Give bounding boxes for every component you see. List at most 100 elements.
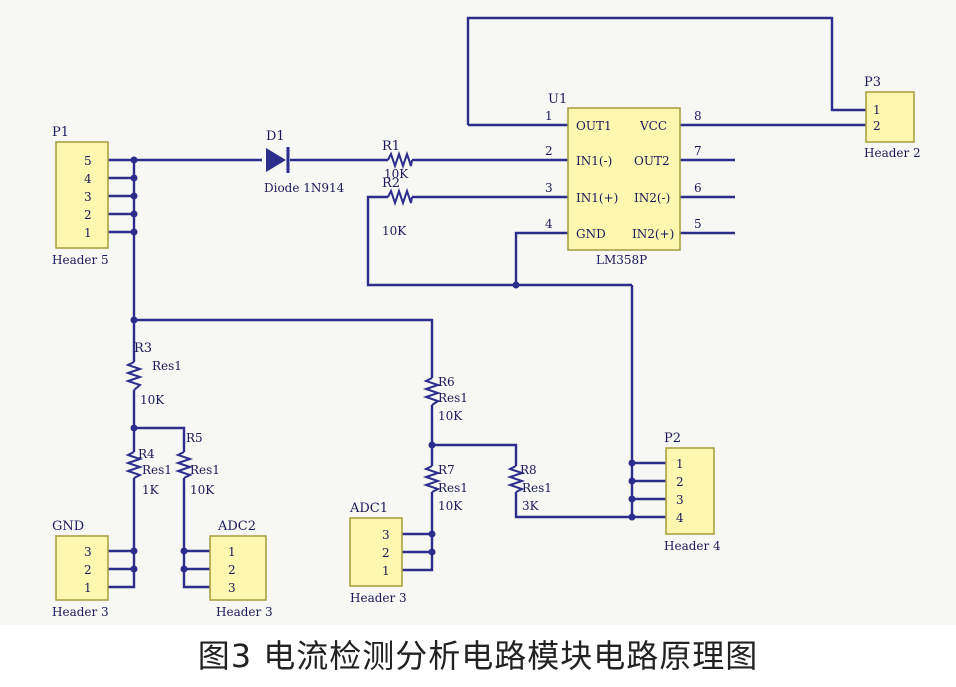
connector-p3-ref: P3 bbox=[864, 75, 881, 90]
resistor-r5: R5 Res1 10K bbox=[174, 431, 220, 497]
resistor-zigzag bbox=[387, 150, 413, 170]
connector-p3: P3 1 2 Header 2 bbox=[864, 75, 921, 160]
junction-dot bbox=[628, 513, 636, 521]
ic-u1: U1 LM358P 1 2 3 4 OUT1 IN1(-) IN1(+) GND… bbox=[545, 92, 702, 267]
resistor-r8-value: 3K bbox=[522, 499, 540, 513]
pin-name: IN2(+) bbox=[632, 227, 674, 241]
diode-d1-ref: D1 bbox=[266, 129, 285, 144]
resistor-r6-value: 10K bbox=[438, 409, 463, 423]
pin-num: 2 bbox=[873, 119, 881, 133]
wires bbox=[108, 16, 866, 589]
connector-p2: P2 1 2 3 4 Header 4 bbox=[664, 431, 721, 553]
pin-num: 8 bbox=[694, 109, 702, 123]
pin-num: 2 bbox=[545, 144, 553, 158]
wire-u1-right-pins bbox=[680, 158, 735, 235]
connector-p2-body bbox=[665, 447, 715, 535]
junction-dot bbox=[628, 495, 636, 503]
pin-num: 3 bbox=[84, 190, 92, 204]
junctions bbox=[130, 156, 636, 573]
diode-d1-type: Diode 1N914 bbox=[264, 181, 345, 195]
resistor-r3-value: 10K bbox=[140, 393, 165, 407]
connector-adc1-body bbox=[349, 517, 403, 587]
pin-num: 4 bbox=[676, 511, 684, 525]
junction-dot bbox=[130, 210, 138, 218]
resistor-r6: R6 Res1 10K bbox=[422, 375, 468, 423]
junction-dot bbox=[628, 477, 636, 485]
wire-r2-loop bbox=[366, 195, 632, 287]
connector-p1-type: Header 5 bbox=[52, 253, 109, 267]
connector-p2-type: Header 4 bbox=[664, 539, 721, 553]
pin-num: 2 bbox=[676, 475, 684, 489]
resistor-r7-type: Res1 bbox=[438, 481, 468, 495]
pin-num: 3 bbox=[228, 581, 236, 595]
connector-gnd-type: Header 3 bbox=[52, 605, 109, 619]
connector-p1-ref: P1 bbox=[52, 125, 69, 140]
wire-r5-to-adc2 bbox=[182, 478, 210, 589]
connector-p1: P1 5 4 3 2 1 Header 5 bbox=[52, 125, 109, 267]
pin-name: OUT1 bbox=[576, 119, 612, 133]
pin-num: 2 bbox=[382, 546, 390, 560]
pin-num: 3 bbox=[84, 545, 92, 559]
junction-dot bbox=[130, 424, 138, 432]
connector-gnd-ref: GND bbox=[52, 519, 84, 534]
resistor-r6-type: Res1 bbox=[438, 391, 468, 405]
wire-out1-to-p3 bbox=[466, 16, 866, 125]
connector-p3-type: Header 2 bbox=[864, 146, 921, 160]
pin-num: 6 bbox=[694, 181, 702, 195]
connector-p2-ref: P2 bbox=[664, 431, 681, 446]
resistor-r4-value: 1K bbox=[142, 483, 160, 497]
pin-num: 1 bbox=[84, 226, 92, 240]
wire-to-r6 bbox=[134, 318, 434, 378]
resistor-r4-ref: R4 bbox=[138, 447, 155, 461]
resistor-r4-type: Res1 bbox=[142, 463, 172, 477]
pin-num: 4 bbox=[545, 217, 553, 231]
wire-p1-pins bbox=[108, 176, 134, 234]
junction-dot bbox=[130, 565, 138, 573]
wire-r4-to-gnd bbox=[108, 478, 136, 589]
resistor-r3: R3 Res1 10K bbox=[124, 341, 182, 407]
pin-num: 3 bbox=[676, 493, 684, 507]
pin-num: 1 bbox=[228, 545, 236, 559]
junction-dot bbox=[180, 565, 188, 573]
connector-adc2-ref: ADC2 bbox=[217, 519, 256, 534]
resistor-zigzag bbox=[506, 465, 526, 493]
pin-num: 7 bbox=[694, 144, 702, 158]
junction-dot bbox=[428, 441, 436, 449]
resistor-r8: R8 Res1 3K bbox=[506, 463, 552, 513]
pin-name: OUT2 bbox=[634, 154, 670, 168]
wire-r3-to-r5 bbox=[132, 390, 186, 452]
pin-num: 2 bbox=[84, 563, 92, 577]
resistor-r3-ref: R3 bbox=[134, 341, 152, 356]
ic-u1-body bbox=[567, 107, 681, 251]
resistor-r8-type: Res1 bbox=[522, 481, 552, 495]
connector-gnd-body bbox=[55, 535, 109, 601]
junction-dot bbox=[428, 530, 436, 538]
connector-gnd: GND 3 2 1 Header 3 bbox=[52, 519, 109, 619]
pin-num: 1 bbox=[382, 564, 390, 578]
junction-dot bbox=[180, 547, 188, 555]
junction-dot bbox=[130, 192, 138, 200]
resistor-zigzag bbox=[422, 377, 442, 406]
junction-dot bbox=[130, 156, 138, 164]
pin-num: 1 bbox=[545, 109, 553, 123]
connector-adc1-ref: ADC1 bbox=[349, 501, 388, 516]
pin-num: 1 bbox=[873, 103, 881, 117]
pin-num: 4 bbox=[84, 172, 92, 186]
junction-dot bbox=[428, 548, 436, 556]
resistor-r3-type: Res1 bbox=[152, 359, 182, 373]
resistor-zigzag bbox=[174, 451, 194, 479]
pin-num: 3 bbox=[382, 528, 390, 542]
connector-adc1: ADC1 3 2 1 Header 3 bbox=[349, 501, 407, 605]
ic-u1-ref: U1 bbox=[548, 92, 567, 107]
connector-adc2: ADC2 1 2 3 Header 3 bbox=[209, 519, 273, 619]
pin-num: 1 bbox=[84, 581, 92, 595]
diode-triangle bbox=[266, 148, 286, 172]
pin-name: IN1(+) bbox=[576, 191, 618, 205]
pin-num: 2 bbox=[84, 208, 92, 222]
resistor-r7-value: 10K bbox=[438, 499, 463, 513]
resistor-r5-value: 10K bbox=[190, 483, 215, 497]
pin-num: 5 bbox=[84, 154, 92, 168]
pin-name: IN2(-) bbox=[634, 191, 670, 205]
resistor-r2-ref: R2 bbox=[382, 176, 400, 191]
schematic-svg: .w { stroke:#2d2d8c; stroke-width:2.4; f… bbox=[52, 16, 921, 619]
